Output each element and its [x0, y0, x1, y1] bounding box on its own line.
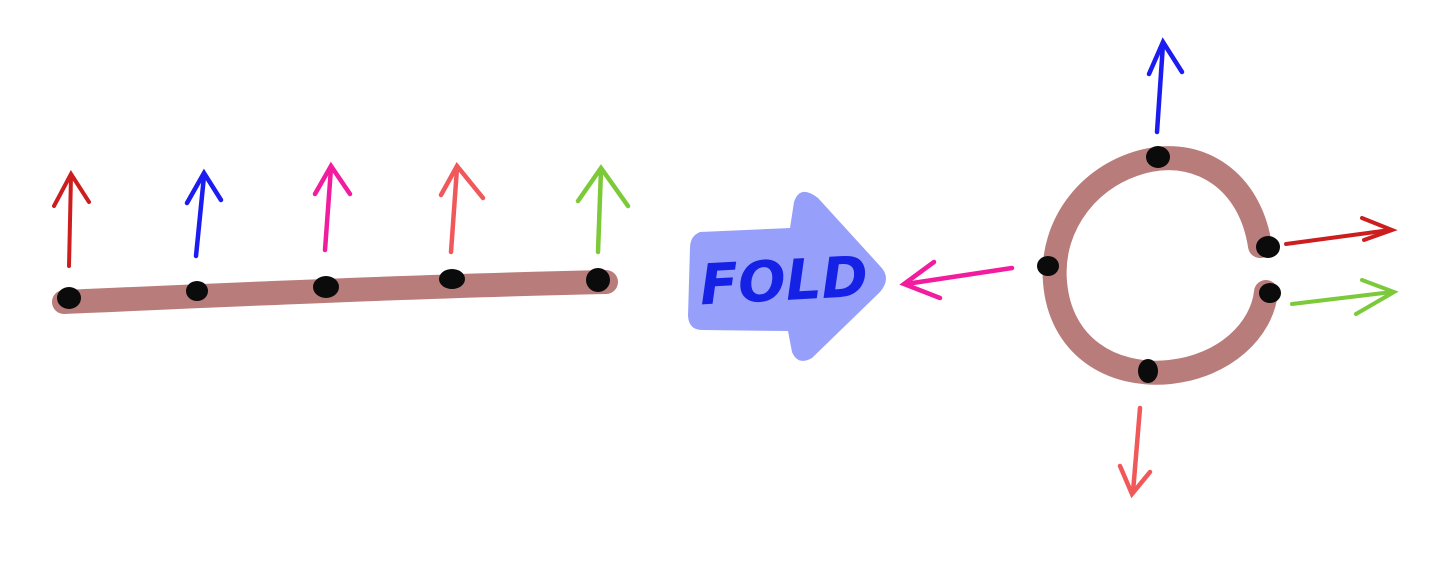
ring-arrow-blue [1146, 37, 1185, 135]
fold-arrow-shape [688, 191, 886, 361]
folded-ring [899, 37, 1399, 499]
ring-arrow-magenta [899, 259, 1015, 301]
ring-arrow-salmon [1117, 405, 1153, 499]
bead [57, 287, 81, 309]
fold-arrow: FOLD [688, 191, 886, 361]
chain-arrow-blue [184, 168, 224, 259]
bead [439, 269, 465, 289]
bead [1138, 359, 1158, 383]
bead [1256, 236, 1280, 258]
unfolded-chain [52, 161, 631, 314]
bead [1259, 283, 1281, 303]
chain-arrow-green [575, 164, 631, 255]
fold-label: FOLD [698, 245, 869, 319]
bead [1146, 146, 1170, 168]
bead [586, 268, 610, 292]
bead [313, 276, 339, 298]
chain-arrow-red [52, 170, 91, 268]
bead [186, 281, 208, 301]
chain-arrow-magenta [312, 161, 353, 253]
chain-arrow-salmon [438, 161, 486, 255]
ring-strand [1042, 146, 1278, 385]
bead [1037, 256, 1059, 276]
ring-arrow-green [1290, 278, 1399, 316]
ring-arrow-red [1284, 216, 1398, 246]
